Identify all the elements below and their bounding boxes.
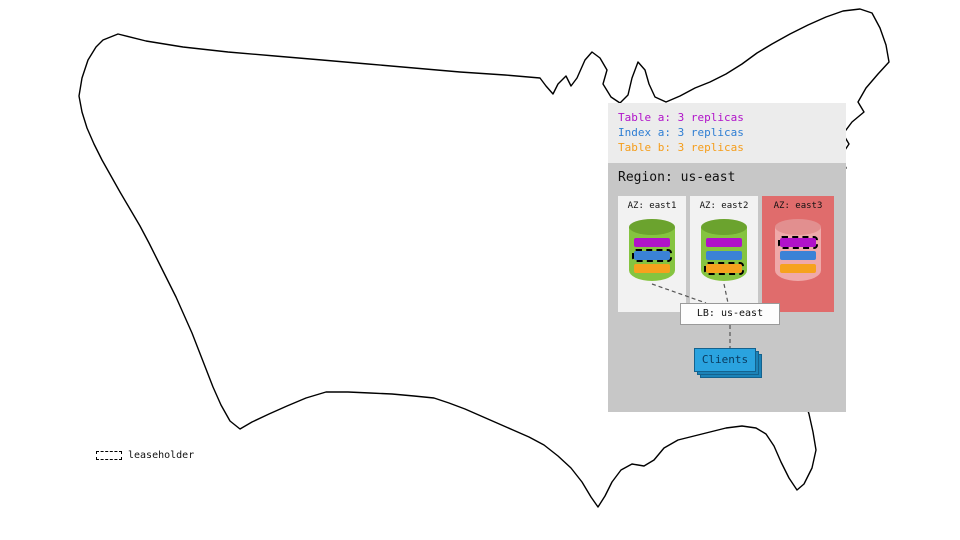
replica-table-a — [634, 238, 670, 247]
clients-box: Clients — [694, 348, 756, 372]
clients-stack: Clients — [694, 348, 762, 378]
replica-index-a — [706, 251, 742, 260]
replica-bars — [629, 227, 675, 273]
legend-item-table-b: Table b: 3 replicas — [618, 141, 744, 154]
leaseholder-swatch — [96, 451, 122, 460]
replica-index-a — [780, 251, 816, 260]
legend-item-index-a: Index a: 3 replicas — [618, 126, 744, 139]
az-east1-label: AZ: east1 — [627, 201, 677, 211]
db-node — [701, 219, 747, 281]
replica-legend: Table a: 3 replicas Index a: 3 replicas … — [608, 103, 846, 163]
db-node — [629, 219, 675, 281]
az-east3: AZ: east3 — [762, 196, 834, 312]
az-east2: AZ: east2 — [690, 196, 758, 312]
load-balancer: LB: us-east — [680, 303, 780, 325]
db-node-failed — [775, 219, 821, 281]
az-east3-label: AZ: east3 — [773, 201, 823, 211]
az-east1: AZ: east1 — [618, 196, 686, 312]
replica-table-a — [706, 238, 742, 247]
replica-table-b — [634, 264, 670, 273]
region-title: Region: us-east — [618, 170, 736, 185]
legend-item-table-a: Table a: 3 replicas — [618, 111, 744, 124]
replica-table-b — [704, 262, 744, 275]
region-us-east: Region: us-east AZ: east1 AZ: east2 — [608, 163, 846, 412]
leaseholder-legend: leaseholder — [96, 450, 194, 461]
replica-table-a — [778, 236, 818, 249]
replica-bars — [701, 227, 747, 275]
az-east2-label: AZ: east2 — [699, 201, 749, 211]
leaseholder-label: leaseholder — [128, 450, 195, 461]
replica-bars — [775, 227, 821, 273]
replica-index-a — [632, 249, 672, 262]
replica-table-b — [780, 264, 816, 273]
